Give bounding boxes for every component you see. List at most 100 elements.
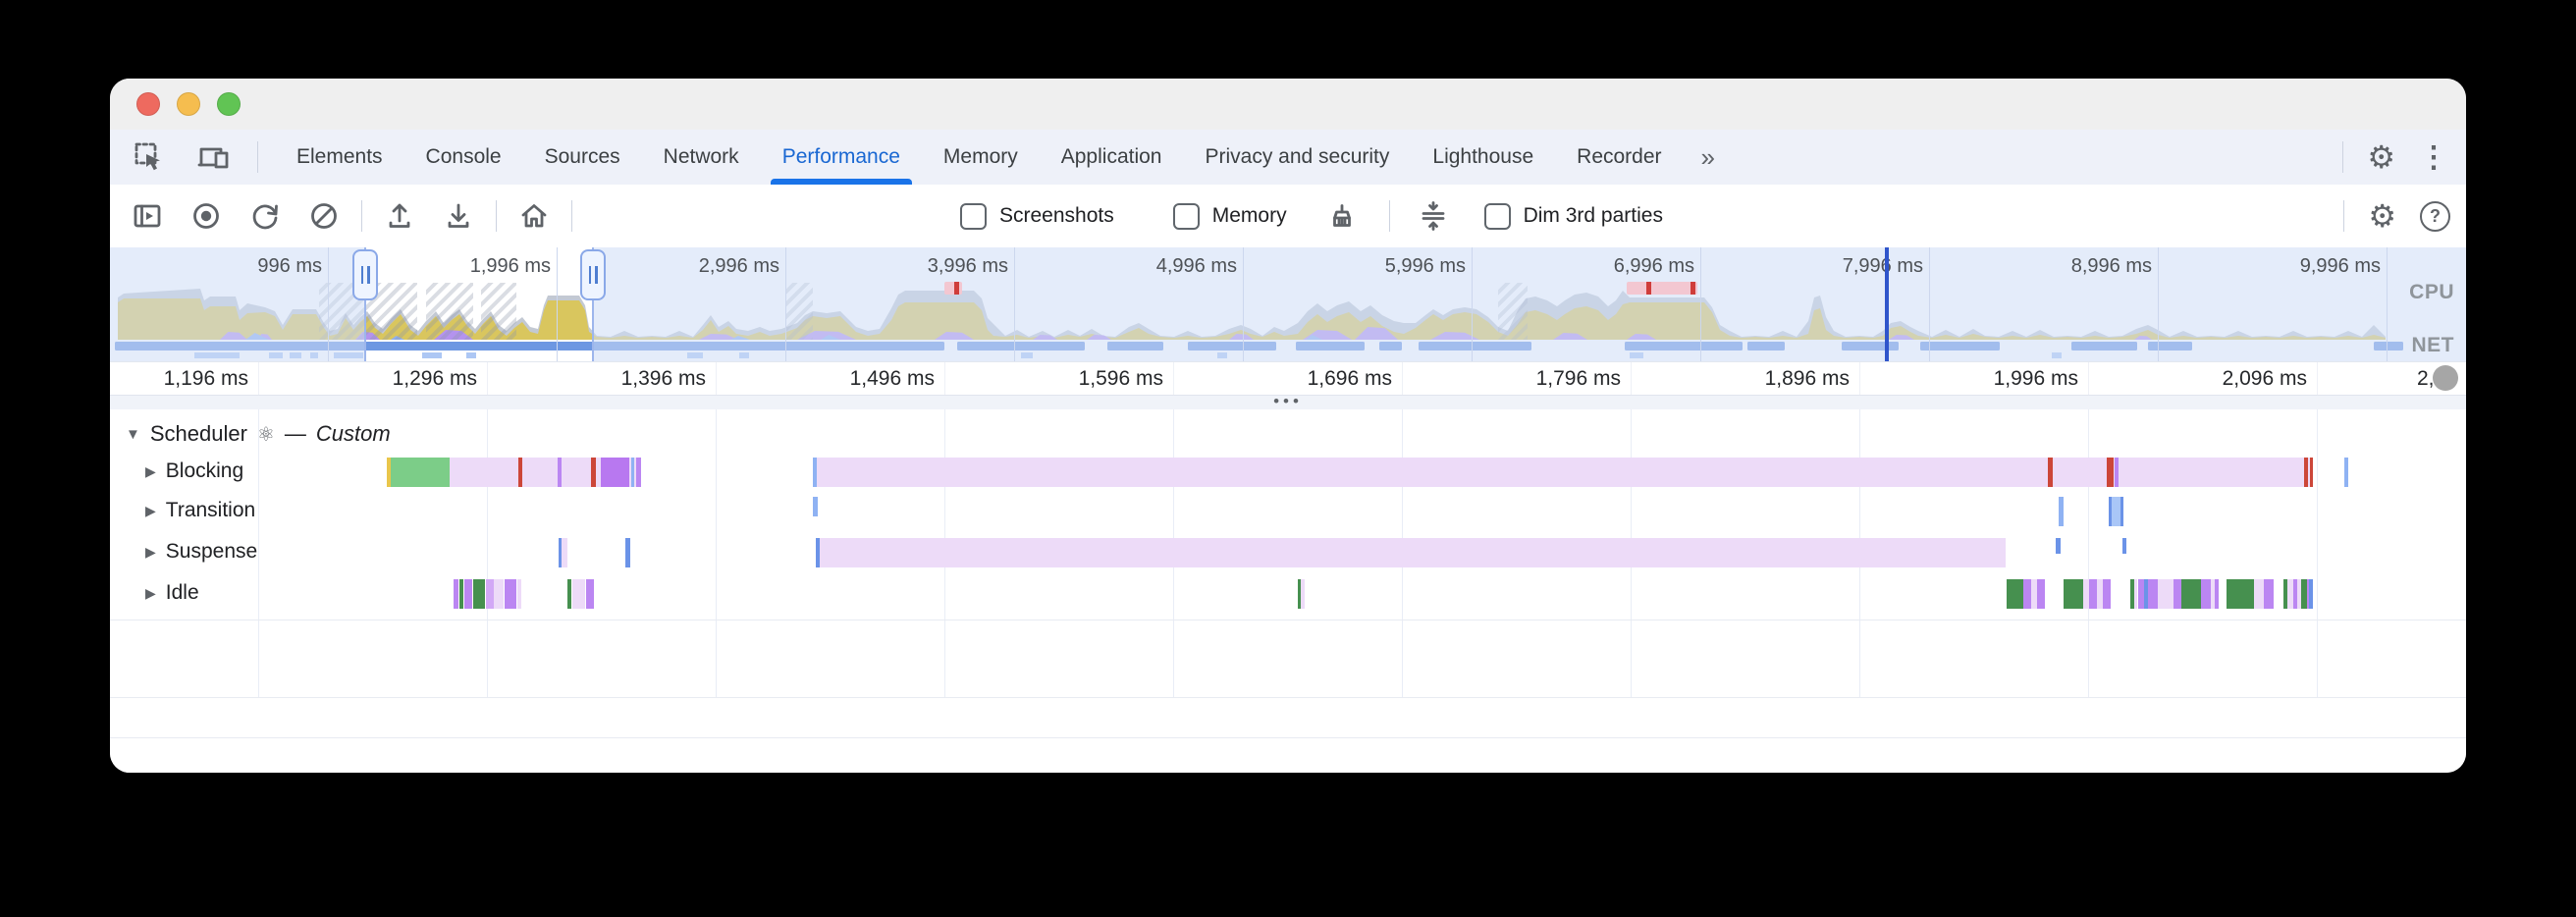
collect-garbage-icon[interactable] xyxy=(1320,194,1364,238)
record-and-reload-icon[interactable] xyxy=(243,194,287,238)
timeline-entry[interactable] xyxy=(2064,579,2083,609)
timeline-entry[interactable] xyxy=(2264,579,2274,609)
timeline-entry[interactable] xyxy=(586,579,594,609)
timeline-entry[interactable] xyxy=(454,579,458,609)
timeline-entry[interactable] xyxy=(2115,458,2119,487)
timeline-entry[interactable] xyxy=(391,458,450,487)
timeline-entry[interactable] xyxy=(591,458,596,487)
timeline-entry[interactable] xyxy=(2122,538,2126,554)
timeline-entry[interactable] xyxy=(2120,497,2123,526)
expander-collapsed-icon[interactable]: ▶ xyxy=(145,543,156,560)
record-icon[interactable] xyxy=(185,194,228,238)
tab-console[interactable]: Console xyxy=(404,130,523,185)
track-row-suspense[interactable]: ▶Suspense xyxy=(145,540,257,564)
timeline-entry[interactable] xyxy=(2254,579,2264,609)
timeline-entry[interactable] xyxy=(2344,458,2348,487)
tab-recorder[interactable]: Recorder xyxy=(1555,130,1683,185)
playhead-cursor[interactable] xyxy=(1885,247,1889,361)
timeline-entry[interactable] xyxy=(2144,579,2148,609)
timeline-entry[interactable] xyxy=(2059,497,2064,526)
timeline-entry[interactable] xyxy=(2138,579,2144,609)
help-icon[interactable]: ? xyxy=(2420,200,2450,232)
more-tabs-chevron-icon[interactable]: » xyxy=(1700,141,1715,172)
screenshots-checkbox[interactable] xyxy=(960,202,987,230)
timeline-entry[interactable] xyxy=(2109,497,2112,526)
expander-collapsed-icon[interactable]: ▶ xyxy=(145,584,156,601)
timeline-entry[interactable] xyxy=(820,538,2006,567)
timeline-entry[interactable] xyxy=(517,579,521,609)
timeline-entry[interactable] xyxy=(2227,579,2254,609)
timeline-entry[interactable] xyxy=(816,538,820,567)
timeline-entry[interactable] xyxy=(2201,579,2211,609)
timeline-entry[interactable] xyxy=(505,579,516,609)
timeline-entry[interactable] xyxy=(1301,579,1305,609)
timeline-entry[interactable] xyxy=(486,579,494,609)
timeline-entry[interactable] xyxy=(2301,579,2307,609)
expander-collapsed-icon[interactable]: ▶ xyxy=(145,462,156,479)
timeline-entry[interactable] xyxy=(2293,579,2297,609)
timeline-entry[interactable] xyxy=(601,458,629,487)
dim-3rd-parties-checkbox[interactable] xyxy=(1483,202,1511,230)
timeline-entry[interactable] xyxy=(572,579,585,609)
customize-devtools-kebab-icon[interactable]: ⋮ xyxy=(2419,140,2448,174)
timeline-entry[interactable] xyxy=(562,538,567,567)
expander-expanded-icon[interactable]: ▼ xyxy=(126,425,140,443)
timeline-entry[interactable] xyxy=(2181,579,2201,609)
timeline-entry[interactable] xyxy=(2307,579,2309,609)
capture-settings-gear-icon[interactable]: ⚙ xyxy=(2368,198,2396,234)
timeline-entry[interactable] xyxy=(2283,579,2287,609)
timeline-entry[interactable] xyxy=(2056,538,2061,554)
selection-handle-right[interactable] xyxy=(580,249,606,300)
timeline-entry[interactable] xyxy=(1298,579,1301,609)
timeline-entry[interactable] xyxy=(567,579,571,609)
timeline-entry[interactable] xyxy=(558,458,562,487)
timeline-entry[interactable] xyxy=(2097,579,2103,609)
tab-application[interactable]: Application xyxy=(1040,130,1184,185)
tab-sources[interactable]: Sources xyxy=(523,130,642,185)
timeline-entry[interactable] xyxy=(2287,579,2293,609)
memory-checkbox[interactable] xyxy=(1172,202,1200,230)
toggle-sidebar-icon[interactable] xyxy=(126,194,169,238)
timeline-entry[interactable] xyxy=(817,458,2312,487)
track-group-scheduler[interactable]: ▼ Scheduler ⚛ — Custom xyxy=(126,421,391,447)
timeline-entry[interactable] xyxy=(2211,579,2215,609)
timeline-entry[interactable] xyxy=(2031,579,2037,609)
tab-elements[interactable]: Elements xyxy=(275,130,404,185)
timeline-entry[interactable] xyxy=(518,458,522,487)
timeline-entry[interactable] xyxy=(387,458,391,487)
tab-performance[interactable]: Performance xyxy=(761,130,922,185)
timeline-entry[interactable] xyxy=(813,458,817,487)
tab-network[interactable]: Network xyxy=(642,130,761,185)
timeline-entry[interactable] xyxy=(636,458,641,487)
timeline-entry[interactable] xyxy=(459,579,463,609)
clear-icon[interactable] xyxy=(302,194,346,238)
track-row-idle[interactable]: ▶Idle xyxy=(145,581,199,605)
timeline-entry[interactable] xyxy=(2215,579,2219,609)
selection-handle-left[interactable] xyxy=(352,249,378,300)
collapse-tracks-icon[interactable] xyxy=(1412,194,1455,238)
flame-chart-track-pane[interactable]: ▼ Scheduler ⚛ — Custom ▶Blocking ▶Transit… xyxy=(110,409,2466,773)
timeline-entry[interactable] xyxy=(494,579,504,609)
timeline-entry[interactable] xyxy=(2037,579,2045,609)
device-toolbar-icon[interactable] xyxy=(192,135,236,179)
track-row-transition[interactable]: ▶Transition xyxy=(145,499,255,522)
timeline-entry[interactable] xyxy=(2309,579,2313,609)
timeline-entry[interactable] xyxy=(2112,497,2120,526)
settings-gear-icon[interactable]: ⚙ xyxy=(2367,139,2395,175)
home-live-metrics-icon[interactable] xyxy=(512,194,556,238)
timeline-entry[interactable] xyxy=(2107,458,2114,487)
tab-lighthouse[interactable]: Lighthouse xyxy=(1411,130,1555,185)
close-button[interactable] xyxy=(136,92,160,116)
timeline-entry[interactable] xyxy=(2023,579,2031,609)
timeline-entry[interactable] xyxy=(464,579,472,609)
timeline-entry[interactable] xyxy=(2304,458,2308,487)
timeline-entry[interactable] xyxy=(2103,579,2111,609)
timeline-entry[interactable] xyxy=(625,538,630,567)
timeline-entry[interactable] xyxy=(813,497,818,516)
tab-privacy-and-security[interactable]: Privacy and security xyxy=(1183,130,1411,185)
timeline-entry[interactable] xyxy=(2130,579,2134,609)
timeline-entry[interactable] xyxy=(631,458,634,487)
timeline-entry[interactable] xyxy=(2134,579,2137,609)
track-row-blocking[interactable]: ▶Blocking xyxy=(145,459,243,483)
